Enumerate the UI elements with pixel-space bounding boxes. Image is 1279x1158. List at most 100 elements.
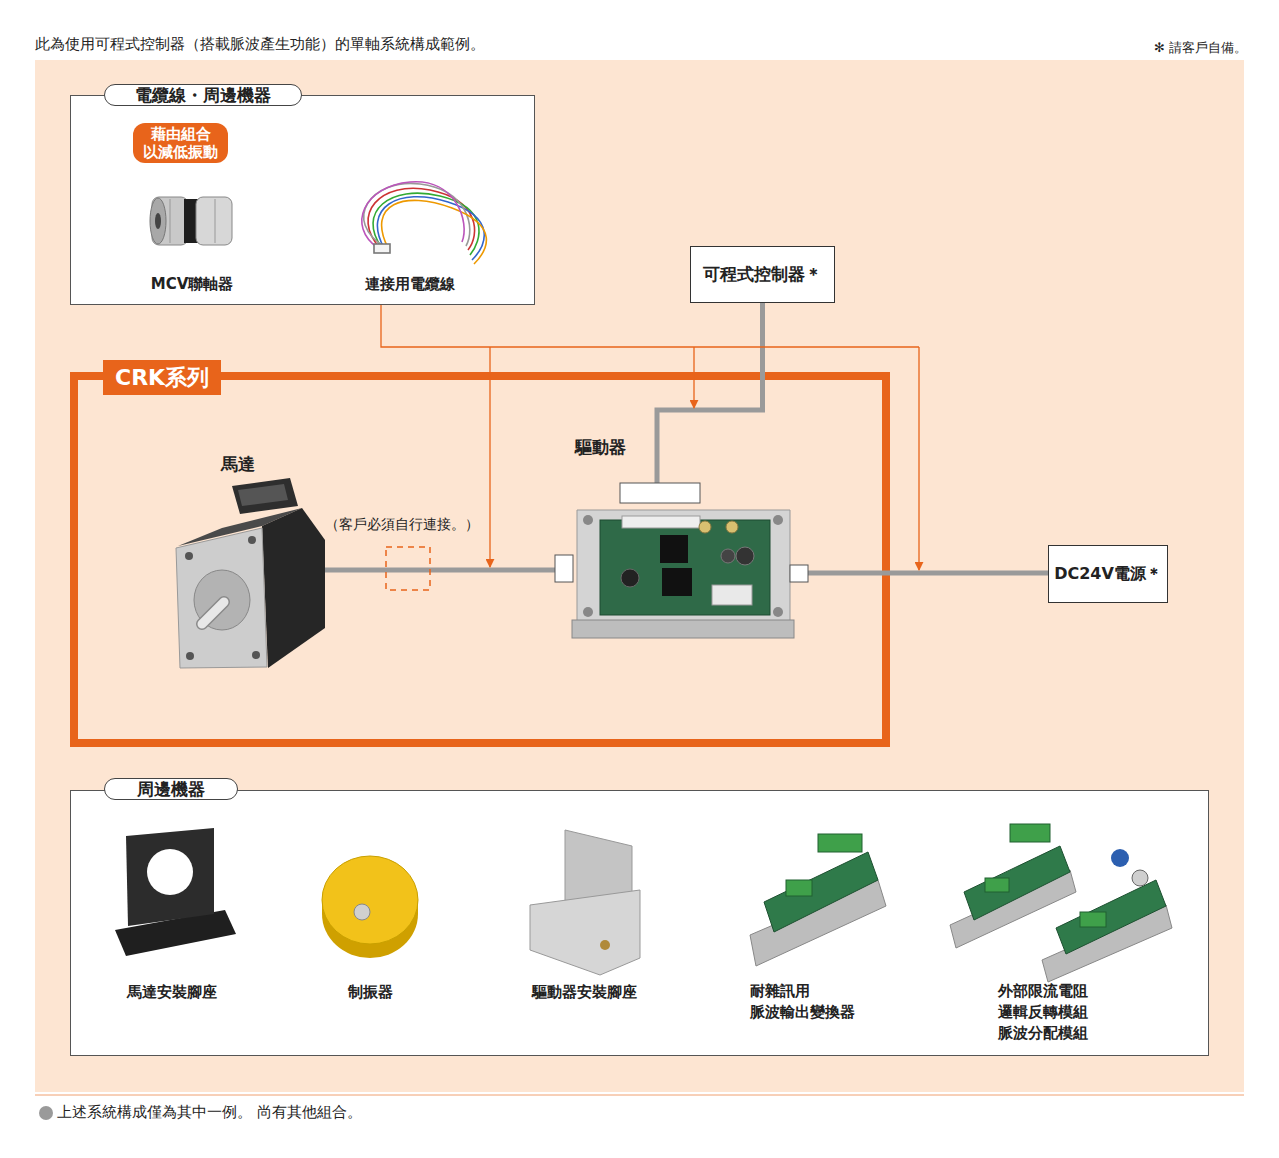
driver-illustration [583, 515, 593, 525]
diagram-caption: 上述系統構成僅為其中一例。 尚有其他組合。 [57, 1103, 362, 1122]
box-label: 可程式控制器＊ [703, 263, 822, 286]
module-illustration [964, 846, 1070, 920]
coupling-illustration [150, 198, 166, 244]
driver-illustration [577, 510, 790, 625]
damper-illustration [322, 870, 418, 958]
pulse-converter-illustration [764, 852, 878, 932]
cable-connector [325, 568, 555, 573]
cable-illustration [364, 183, 470, 248]
cable-illustration [362, 182, 487, 264]
cable-illustration [377, 197, 484, 260]
coupling-illustration [215, 199, 216, 243]
component-label: 馬達 [170, 453, 305, 476]
coupling-illustration [196, 197, 232, 245]
part-name: 制振器 [220, 982, 520, 1003]
accessory-arrow [489, 347, 490, 567]
driver-node: 驅動器 [555, 483, 808, 640]
part-name: 耐雜訊用 脈波輸出變換器 [750, 981, 870, 1023]
accessory-arrow [918, 347, 919, 570]
driver-illustration [662, 568, 692, 596]
accessory-arrow [693, 347, 694, 408]
motor-illustration [262, 508, 325, 668]
part-name: 連接用電纜線 [260, 274, 560, 295]
coupling-illustration [155, 213, 161, 229]
badge-box: 藉由組合 以減低振動 [133, 123, 228, 163]
cable-illustration [374, 244, 390, 253]
driver-illustration [555, 483, 808, 638]
driver-bracket-illustration [530, 830, 640, 975]
motor-illustration [194, 570, 250, 630]
part-name: 外部限流電阻 邏輯反轉模組 脈波分配模組 [998, 981, 1108, 1044]
pulse-converter-illustration [786, 880, 812, 896]
bullet-symbol [39, 1106, 53, 1120]
driver-illustration [620, 483, 700, 503]
customer-connection-mark [386, 547, 430, 590]
module-illustration [950, 824, 1172, 982]
motor-bracket-illustration [147, 849, 193, 895]
module-illustration [1042, 905, 1172, 982]
driver-illustration [572, 620, 794, 638]
driver-illustration [699, 521, 711, 533]
module-illustration [1132, 870, 1148, 886]
panel-heading: 周邊機器 [104, 778, 238, 800]
pulse-converter-illustration [818, 834, 862, 852]
coupling-illustration [152, 197, 188, 245]
damper-illustration [354, 904, 370, 920]
part-name: 驅動器安裝腳座 [434, 982, 734, 1003]
part-name: MCV聯軸器 [42, 274, 342, 295]
motor-illustration [202, 602, 224, 624]
motor-illustration [186, 652, 194, 660]
driver-illustration [712, 585, 752, 605]
motor-illustration [248, 536, 256, 544]
motor-illustration [176, 478, 325, 668]
module-illustration [1010, 824, 1050, 842]
motor-illustration [185, 552, 193, 560]
driver-illustration [726, 521, 738, 533]
component-label: 驅動器 [555, 436, 645, 459]
driver-illustration [622, 516, 700, 528]
module-illustration [1056, 880, 1166, 954]
driver-illustration [773, 515, 783, 525]
module-illustration [985, 878, 1009, 892]
module-illustration [1080, 912, 1106, 927]
driver-illustration [736, 547, 754, 565]
motor-illustration [176, 528, 267, 668]
motor-illustration [178, 508, 302, 546]
pulse-converter-illustration [750, 880, 886, 966]
cable-illustration [382, 200, 487, 264]
driver-bracket-illustration [565, 830, 632, 936]
driver-illustration [790, 565, 808, 582]
damper-illustration [322, 900, 418, 914]
cable-connector [808, 571, 1048, 576]
panel-heading: 電纜線・周邊機器 [104, 84, 302, 106]
coupling-illustration [170, 199, 171, 243]
power-box: DC24V電源＊ [1048, 545, 1168, 603]
accessory-arrow [381, 305, 919, 347]
coupling-illustration [184, 199, 200, 243]
frame-heading: CRK系列 [103, 360, 221, 395]
driver-illustration [621, 569, 639, 587]
part-name: 馬達安裝腳座 [22, 982, 322, 1003]
box-label: DC24V電源＊ [1054, 564, 1162, 585]
cable-connector [657, 303, 763, 483]
controller-box: 可程式控制器＊ [690, 246, 835, 303]
damper-illustration [322, 856, 418, 958]
series-frame: CRK系列馬達驅動器 [70, 372, 890, 747]
pulse-converter-illustration [750, 834, 886, 966]
motor-node: 馬達 [170, 480, 325, 670]
motor-illustration [232, 478, 298, 514]
bottom-rule [35, 1095, 1244, 1096]
motor-illustration [202, 602, 224, 624]
diagram-title: 此為使用可程式控制器（搭載脈波產生功能）的單軸系統構成範例。 [35, 35, 485, 54]
damper-illustration [322, 856, 418, 944]
connection-note: （客戶必須自行連接。） [252, 514, 552, 535]
driver-bracket-illustration [600, 940, 610, 950]
module-illustration [1111, 849, 1129, 867]
coupling-illustration [150, 197, 232, 245]
badge-text: 藉由組合 以減低振動 [139, 125, 223, 161]
motor-bracket-illustration [126, 828, 214, 926]
note-text: ✻ 請客戶自備。 [947, 37, 1247, 58]
